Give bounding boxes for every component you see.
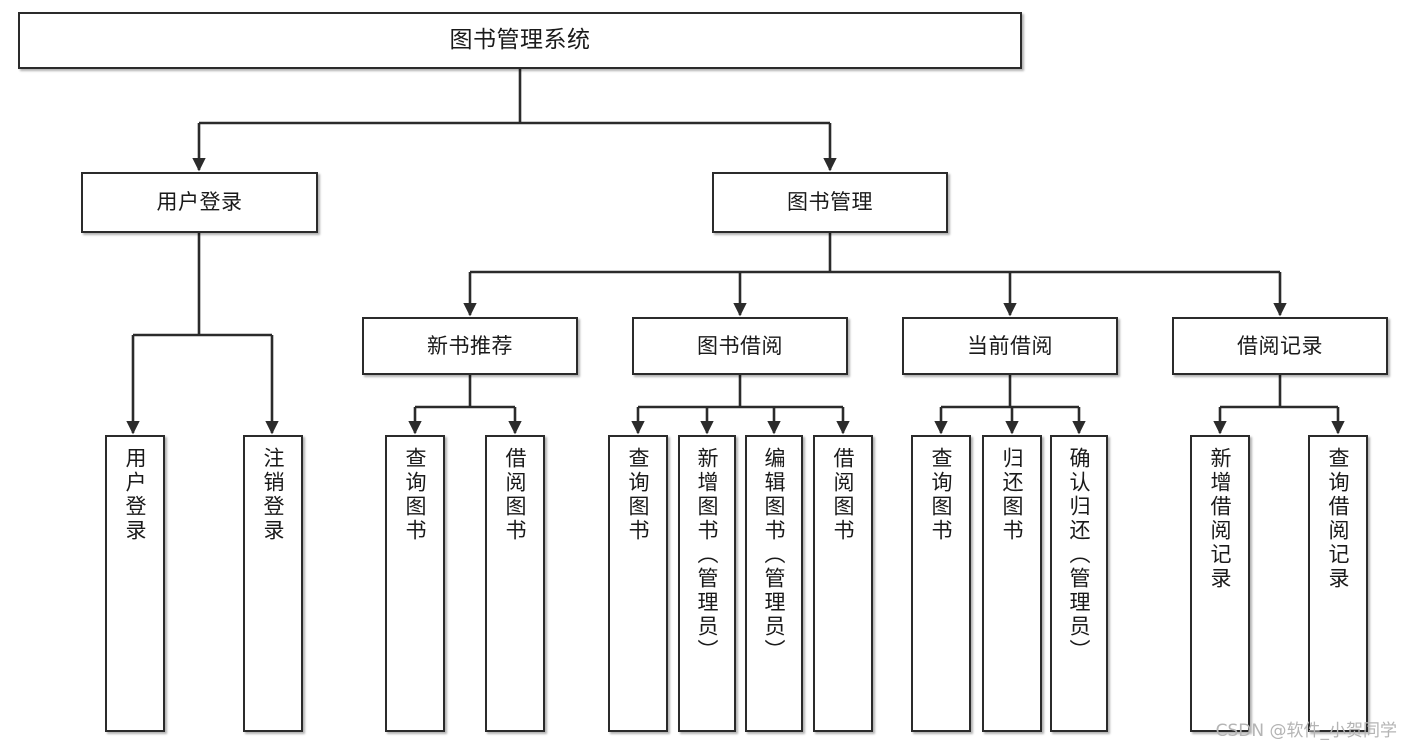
node-leaf-query-record-label: 查询借阅记录 bbox=[1326, 447, 1351, 591]
node-leaf-query-book-1[interactable]: 查询图书 bbox=[385, 435, 445, 732]
node-book-borrow[interactable]: 图书借阅 bbox=[632, 317, 848, 375]
node-user-login[interactable]: 用户登录 bbox=[81, 172, 318, 233]
node-book-manage[interactable]: 图书管理 bbox=[712, 172, 948, 233]
node-leaf-query-book-1-label: 查询图书 bbox=[403, 447, 428, 543]
node-leaf-borrow-book-2[interactable]: 借阅图书 bbox=[813, 435, 873, 732]
node-leaf-confirm-return-label: 确认归还（管理员） bbox=[1067, 447, 1092, 663]
watermark-text: CSDN @软件_小贺同学 bbox=[1215, 721, 1397, 741]
node-borrow-record-label: 借阅记录 bbox=[1237, 333, 1323, 358]
node-leaf-query-book-3-label: 查询图书 bbox=[929, 447, 954, 543]
node-book-borrow-label: 图书借阅 bbox=[697, 333, 783, 358]
node-leaf-query-book-2[interactable]: 查询图书 bbox=[608, 435, 668, 732]
node-user-login-label: 用户登录 bbox=[156, 190, 243, 215]
node-root[interactable]: 图书管理系统 bbox=[18, 12, 1022, 69]
node-leaf-borrow-book-2-label: 借阅图书 bbox=[831, 447, 856, 543]
node-leaf-return-book[interactable]: 归还图书 bbox=[982, 435, 1042, 732]
node-current-borrow[interactable]: 当前借阅 bbox=[902, 317, 1118, 375]
node-leaf-add-record-label: 新增借阅记录 bbox=[1208, 447, 1233, 591]
node-new-book-rec-label: 新书推荐 bbox=[427, 333, 513, 358]
node-leaf-query-book-3[interactable]: 查询图书 bbox=[911, 435, 971, 732]
node-leaf-user-logout[interactable]: 注销登录 bbox=[243, 435, 303, 732]
node-leaf-add-record[interactable]: 新增借阅记录 bbox=[1190, 435, 1250, 732]
node-leaf-add-book[interactable]: 新增图书（管理员） bbox=[678, 435, 736, 732]
node-leaf-return-book-label: 归还图书 bbox=[1000, 447, 1025, 543]
node-leaf-add-book-label: 新增图书（管理员） bbox=[695, 447, 720, 663]
node-current-borrow-label: 当前借阅 bbox=[967, 333, 1053, 358]
node-root-label: 图书管理系统 bbox=[449, 26, 591, 53]
node-leaf-user-logout-label: 注销登录 bbox=[261, 447, 286, 543]
node-leaf-edit-book-label: 编辑图书（管理员） bbox=[762, 447, 787, 663]
node-leaf-query-book-2-label: 查询图书 bbox=[626, 447, 651, 543]
node-book-manage-label: 图书管理 bbox=[787, 190, 873, 215]
node-leaf-user-login-label: 用户登录 bbox=[123, 447, 148, 543]
node-leaf-borrow-book-1-label: 借阅图书 bbox=[503, 447, 528, 543]
node-leaf-query-record[interactable]: 查询借阅记录 bbox=[1308, 435, 1368, 732]
node-leaf-edit-book[interactable]: 编辑图书（管理员） bbox=[745, 435, 803, 732]
node-borrow-record[interactable]: 借阅记录 bbox=[1172, 317, 1388, 375]
node-leaf-borrow-book-1[interactable]: 借阅图书 bbox=[485, 435, 545, 732]
node-leaf-confirm-return[interactable]: 确认归还（管理员） bbox=[1050, 435, 1108, 732]
node-leaf-user-login[interactable]: 用户登录 bbox=[105, 435, 165, 732]
node-new-book-rec[interactable]: 新书推荐 bbox=[362, 317, 578, 375]
